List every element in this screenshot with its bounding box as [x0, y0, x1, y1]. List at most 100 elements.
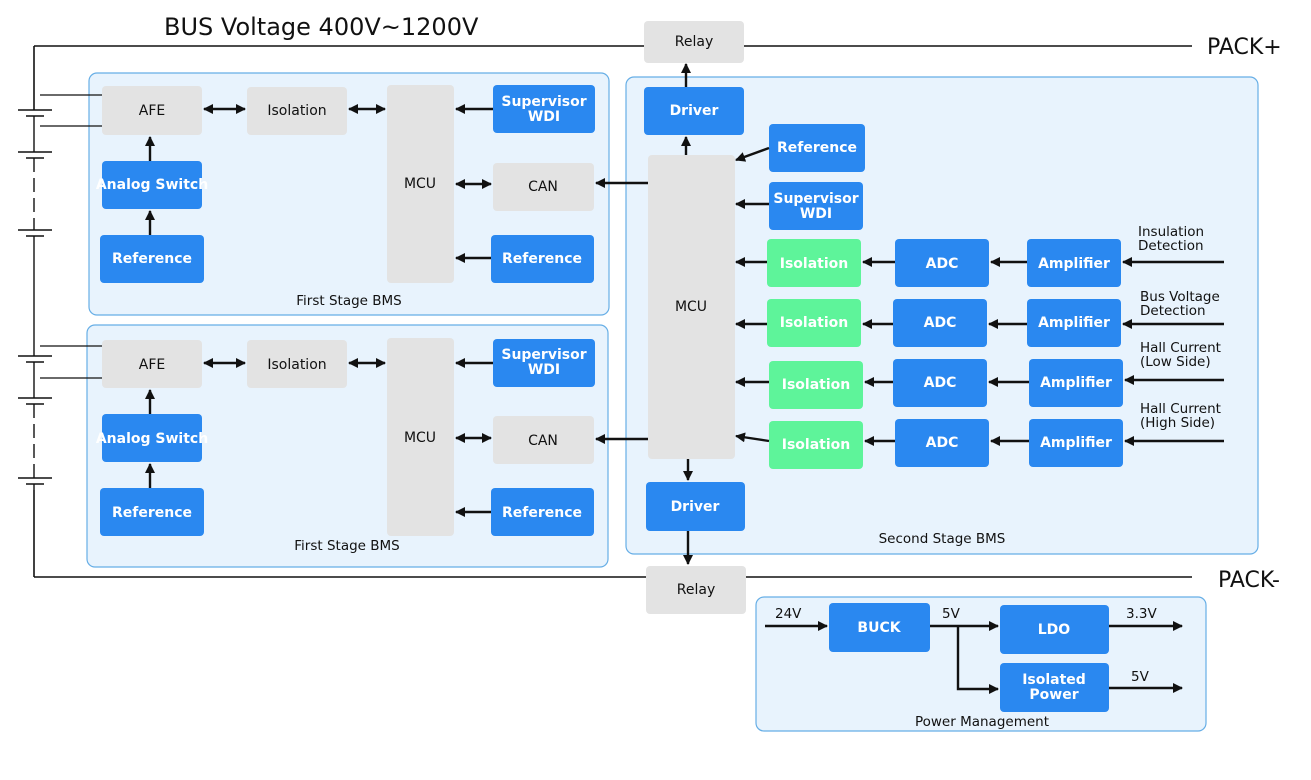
svg-text:CAN: CAN — [528, 179, 558, 195]
adc-block: ADC — [893, 359, 987, 407]
svg-text:ADC: ADC — [926, 256, 959, 272]
buck-block: BUCK — [829, 603, 930, 652]
svg-text:Isolation: Isolation — [782, 437, 850, 453]
bus-voltage-detection-label: Detection — [1140, 303, 1206, 319]
driver-block-top: Driver — [644, 87, 744, 135]
svg-text:Driver: Driver — [671, 499, 720, 515]
driver-block-bottom: Driver — [646, 482, 745, 531]
first-stage-bms-label: First Stage BMS — [296, 293, 401, 309]
reference-block: Reference — [769, 124, 865, 172]
mcu-block: MCU — [648, 155, 735, 459]
ldo-block: LDO — [1000, 605, 1109, 654]
svg-text:Analog Switch: Analog Switch — [96, 177, 208, 193]
supervisor-wdi-block: Supervisor WDI — [769, 182, 863, 230]
reference-block: Reference — [491, 488, 594, 536]
pack-minus-label: PACK- — [1218, 568, 1280, 593]
power-management-label: Power Management — [915, 714, 1049, 730]
analog-switch-block: Analog Switch — [96, 414, 208, 462]
svg-text:Analog Switch: Analog Switch — [96, 431, 208, 447]
svg-text:Amplifier: Amplifier — [1040, 435, 1112, 451]
svg-text:Isolation: Isolation — [780, 315, 848, 331]
buck-to-isolated-power-arrow — [956, 626, 999, 694]
reference-block: Reference — [100, 488, 204, 536]
isolation-block: Isolation — [769, 361, 863, 409]
amplifier-block: Amplifier — [1029, 419, 1123, 467]
buck-output-5v-label: 5V — [942, 606, 961, 622]
mcu-block: MCU — [387, 85, 454, 283]
svg-text:Relay: Relay — [677, 582, 715, 598]
svg-text:AFE: AFE — [139, 103, 165, 119]
svg-text:Relay: Relay — [675, 34, 713, 50]
svg-text:Reference: Reference — [777, 140, 857, 156]
mcu-block: MCU — [387, 338, 454, 536]
svg-text:WDI: WDI — [528, 109, 560, 125]
pack-plus-label: PACK+ — [1207, 35, 1282, 60]
svg-text:MCU: MCU — [404, 176, 436, 192]
svg-text:Supervisor: Supervisor — [773, 191, 858, 207]
hall-current-low-side-label: (Low Side) — [1140, 354, 1211, 370]
hall-current-low-side-label: Hall Current — [1140, 340, 1221, 356]
svg-text:Reference: Reference — [112, 251, 192, 267]
relay-bottom: Relay — [646, 566, 746, 614]
insulation-detection-label: Insulation — [1138, 224, 1204, 240]
hall-current-high-side-label: Hall Current — [1140, 401, 1221, 417]
relay-top: Relay — [644, 21, 744, 63]
svg-text:CAN: CAN — [528, 433, 558, 449]
svg-text:Reference: Reference — [112, 505, 192, 521]
svg-text:Isolation: Isolation — [782, 377, 850, 393]
first-stage-bms-panel-top — [88, 72, 610, 316]
svg-text:Amplifier: Amplifier — [1038, 315, 1110, 331]
input-24v-label: 24V — [775, 606, 802, 622]
svg-text:LDO: LDO — [1038, 622, 1071, 638]
svg-text:Amplifier: Amplifier — [1038, 256, 1110, 272]
svg-text:Supervisor: Supervisor — [501, 347, 586, 363]
svg-text:Reference: Reference — [502, 505, 582, 521]
svg-text:Reference: Reference — [502, 251, 582, 267]
battery-cell-stack — [18, 109, 52, 490]
can-block: CAN — [493, 416, 594, 464]
supervisor-wdi-block: Supervisor WDI — [493, 85, 595, 133]
isolation-block: Isolation — [767, 239, 861, 287]
svg-text:ADC: ADC — [926, 435, 959, 451]
bus-voltage-title: BUS Voltage 400V~1200V — [164, 13, 479, 41]
isolation-block: Isolation — [247, 340, 347, 388]
hall-current-high-side-label: (High Side) — [1140, 415, 1215, 431]
first-stage-bms-panel-bottom — [86, 324, 609, 568]
insulation-detection-label: Detection — [1138, 238, 1204, 254]
reference-to-mcu-arrow — [735, 146, 770, 162]
isolated-power-block: Isolated Power — [1000, 663, 1109, 712]
svg-text:WDI: WDI — [528, 362, 560, 378]
svg-text:MCU: MCU — [404, 430, 436, 446]
adc-block: ADC — [895, 419, 989, 467]
svg-text:Isolation: Isolation — [267, 357, 326, 373]
analog-switch-block: Analog Switch — [96, 161, 208, 209]
svg-text:Isolation: Isolation — [780, 256, 848, 272]
amplifier-block: Amplifier — [1029, 359, 1123, 407]
isolation-block: Isolation — [247, 87, 347, 135]
first-stage-bms-label: First Stage BMS — [294, 538, 399, 554]
amplifier-block: Amplifier — [1027, 299, 1121, 347]
svg-text:MCU: MCU — [675, 299, 707, 315]
ldo-output-3v3-label: 3.3V — [1126, 606, 1157, 622]
amplifier-block: Amplifier — [1027, 239, 1121, 287]
afe-block: AFE — [102, 340, 202, 388]
svg-text:Amplifier: Amplifier — [1040, 375, 1112, 391]
svg-text:Isolation: Isolation — [267, 103, 326, 119]
svg-text:AFE: AFE — [139, 357, 165, 373]
svg-text:ADC: ADC — [924, 315, 957, 331]
svg-text:Isolated: Isolated — [1022, 672, 1086, 688]
adc-block: ADC — [893, 299, 987, 347]
isolation-block: Isolation — [767, 299, 861, 347]
svg-text:ADC: ADC — [924, 375, 957, 391]
svg-text:Supervisor: Supervisor — [501, 94, 586, 110]
svg-text:WDI: WDI — [800, 206, 832, 222]
bus-voltage-detection-label: Bus Voltage — [1140, 289, 1220, 305]
svg-text:Driver: Driver — [670, 103, 719, 119]
can-block: CAN — [493, 163, 594, 211]
reference-block: Reference — [491, 235, 594, 283]
afe-block: AFE — [102, 86, 202, 135]
svg-text:BUCK: BUCK — [857, 620, 901, 636]
supervisor-wdi-block: Supervisor WDI — [493, 339, 595, 387]
svg-text:Power: Power — [1029, 687, 1078, 703]
